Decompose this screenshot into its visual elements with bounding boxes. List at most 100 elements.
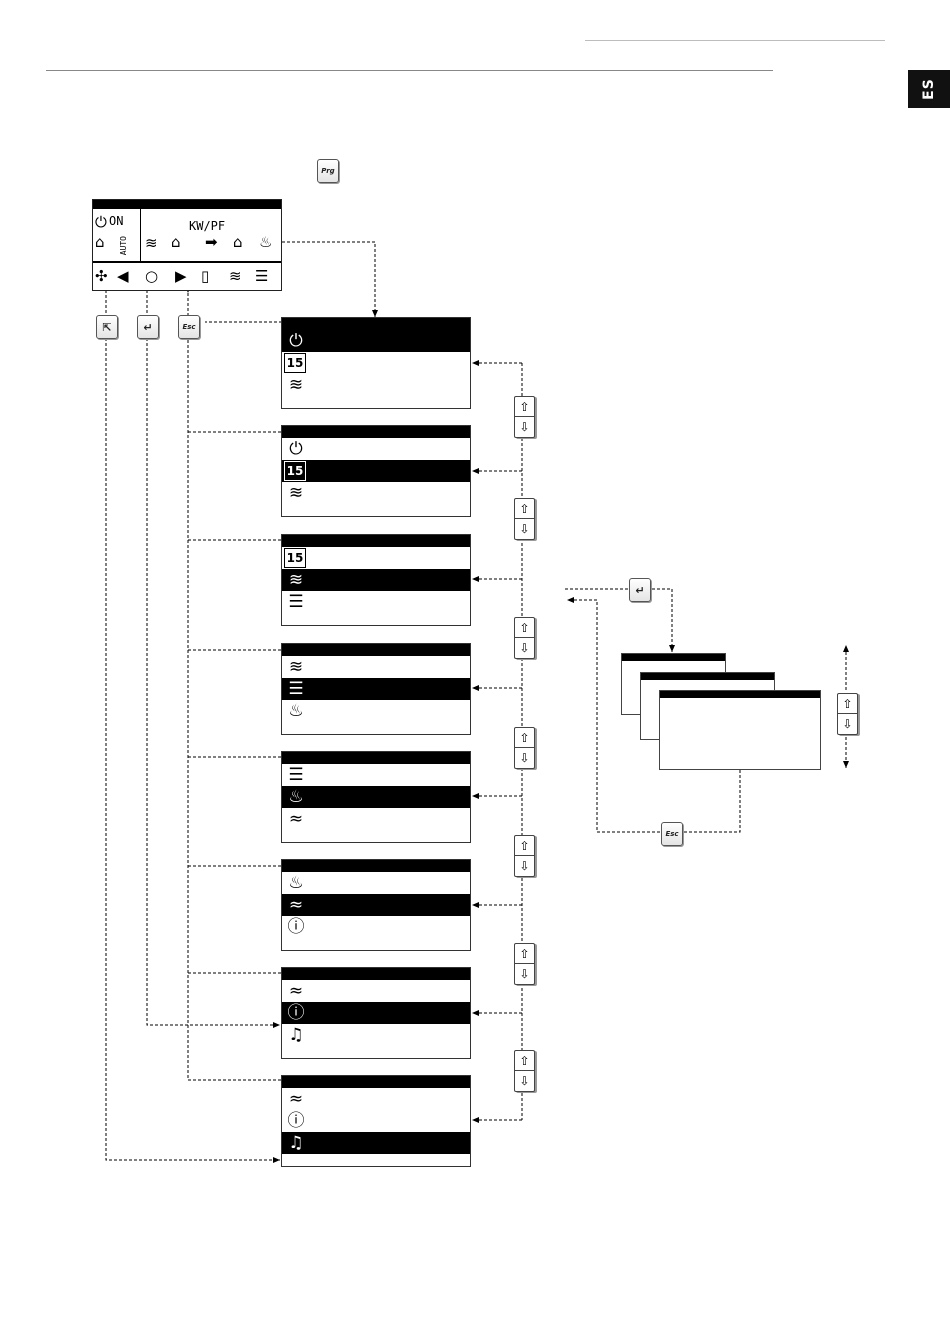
submenu-esc-key[interactable]: Esc: [661, 822, 683, 846]
menu-row[interactable]: 15: [282, 352, 470, 374]
esc-key[interactable]: Esc: [178, 315, 200, 339]
menu-screen-header-bar: [282, 426, 470, 438]
updown-keys-2[interactable]: ⇧⇩: [514, 498, 535, 540]
valve-icon: ▯: [201, 268, 209, 284]
menu-row-selected[interactable]: ≋: [282, 569, 470, 591]
shower-icon: ♨: [284, 873, 308, 893]
menu-screen-header-bar: [282, 1076, 470, 1088]
updown-keys-5[interactable]: ⇧⇩: [514, 835, 535, 877]
menu-row-selected[interactable]: ♫: [282, 1132, 470, 1154]
updown-keys-1[interactable]: ⇧⇩: [514, 396, 535, 438]
info-icon: ⓘ: [284, 1003, 308, 1023]
main-display-header-bar: [93, 200, 281, 209]
enter-arrow-icon: ↵: [143, 321, 152, 334]
down-arrow-icon[interactable]: ⇩: [515, 1070, 534, 1090]
submenu-updown-keys[interactable]: ⇧ ⇩: [837, 693, 858, 735]
pool-icon: ≈: [284, 1089, 308, 1109]
heating-icon: ≋: [284, 657, 308, 677]
menu-row-selected[interactable]: 15: [282, 460, 470, 482]
menu-row[interactable]: ☰: [282, 764, 470, 786]
submenu-screen-3: [659, 690, 821, 770]
menu-row[interactable]: ⓘ: [282, 916, 470, 938]
menu-row[interactable]: ♨: [282, 700, 470, 722]
menu-row-selected[interactable]: ⓘ: [282, 1002, 470, 1024]
menu-screen-2: ⏻15≋: [281, 425, 471, 517]
menu-row[interactable]: 15: [282, 547, 470, 569]
cursor-key[interactable]: ⇱: [96, 315, 118, 339]
radiant-panel-icon: ☰: [284, 592, 308, 612]
up-arrow-icon[interactable]: ⇧: [515, 1051, 534, 1070]
updown-keys-4[interactable]: ⇧⇩: [514, 727, 535, 769]
menu-screen-3: 15≋☰: [281, 534, 471, 626]
calendar-15-icon: 15: [284, 548, 306, 568]
up-arrow-icon[interactable]: ⇧: [515, 618, 534, 637]
heater-icon: ≋: [229, 268, 242, 284]
down-arrow-icon[interactable]: ⇩: [838, 713, 857, 733]
menu-row[interactable]: ♨: [282, 872, 470, 894]
radiant-panel-icon: ☰: [284, 765, 308, 785]
up-arrow-icon[interactable]: ⇧: [515, 499, 534, 518]
radiator-icon: ☰: [255, 268, 268, 284]
radiant-panel-icon: ☰: [284, 679, 308, 699]
power-readout: KW/PF: [189, 219, 225, 233]
info-icon: ⓘ: [284, 917, 308, 937]
menu-screen-5: ☰♨≈: [281, 751, 471, 843]
fan-icon: ✣: [95, 268, 108, 284]
menu-row[interactable]: ⓘ: [282, 1110, 470, 1132]
menu-row[interactable]: ≋: [282, 482, 470, 504]
menu-row[interactable]: ≈: [282, 980, 470, 1002]
menu-row[interactable]: ☰: [282, 591, 470, 613]
auto-text: AUTO: [119, 236, 128, 255]
circulator-icon: ○: [145, 268, 158, 284]
down-arrow-icon[interactable]: ⇩: [515, 747, 534, 767]
house-heat-icon: ⌂: [233, 234, 243, 250]
house-icon: ⌂: [171, 234, 181, 250]
menu-row-selected[interactable]: ≈: [282, 894, 470, 916]
submenu-esc-key-label: Esc: [665, 830, 678, 838]
menu-screen-header-bar: [282, 968, 470, 980]
heating-icon: ≋: [284, 375, 308, 395]
pump-right-icon: ▶: [175, 268, 187, 284]
submenu-enter-key[interactable]: ↵: [629, 578, 651, 602]
pool-icon: ≈: [284, 809, 308, 829]
down-arrow-icon[interactable]: ⇩: [515, 963, 534, 983]
down-arrow-icon[interactable]: ⇩: [515, 637, 534, 657]
up-arrow-icon[interactable]: ⇧: [515, 944, 534, 963]
updown-keys-6[interactable]: ⇧⇩: [514, 943, 535, 985]
power-icon: ⏻: [284, 439, 308, 459]
menu-screen-8: ≈ⓘ♫: [281, 1075, 471, 1167]
updown-keys-7[interactable]: ⇧⇩: [514, 1050, 535, 1092]
down-arrow-icon[interactable]: ⇩: [515, 855, 534, 875]
pool-icon: ≈: [284, 981, 308, 1001]
menu-screen-7: ≈ⓘ♫: [281, 967, 471, 1059]
house-sun-icon: ⌂: [95, 234, 105, 250]
heating-icon: ≋: [284, 570, 308, 590]
menu-screen-1: ⏻15≋: [281, 317, 471, 409]
down-arrow-icon[interactable]: ⇩: [515, 518, 534, 538]
menu-row-selected[interactable]: ☰: [282, 678, 470, 700]
menu-row[interactable]: ≋: [282, 374, 470, 396]
enter-key[interactable]: ↵: [137, 315, 159, 339]
updown-keys-3[interactable]: ⇧⇩: [514, 617, 535, 659]
main-display-divider-v: [140, 209, 141, 261]
menu-screen-header-bar: [282, 860, 470, 872]
menu-row-selected[interactable]: ⏻: [282, 330, 470, 352]
up-arrow-icon[interactable]: ⇧: [515, 728, 534, 747]
menu-row[interactable]: ≈: [282, 808, 470, 830]
menu-row[interactable]: ⏻: [282, 438, 470, 460]
menu-screen-header-bar: [282, 752, 470, 764]
menu-row[interactable]: ♫: [282, 1024, 470, 1046]
menu-screen-header-bar: [282, 535, 470, 547]
down-arrow-icon[interactable]: ⇩: [515, 416, 534, 436]
menu-row[interactable]: ≋: [282, 656, 470, 678]
power-icon: ⏻: [284, 331, 308, 351]
calendar-15-icon: 15: [284, 353, 306, 373]
up-arrow-icon[interactable]: ⇧: [515, 836, 534, 855]
up-arrow-icon[interactable]: ⇧: [515, 397, 534, 416]
menu-row-selected[interactable]: ♨: [282, 786, 470, 808]
up-arrow-icon[interactable]: ⇧: [838, 694, 857, 713]
menu-row[interactable]: ≈: [282, 1088, 470, 1110]
calendar-15-icon: 15: [284, 461, 306, 481]
menu-screen-6: ♨≈ⓘ: [281, 859, 471, 951]
bell-icon: ♫: [284, 1133, 308, 1153]
